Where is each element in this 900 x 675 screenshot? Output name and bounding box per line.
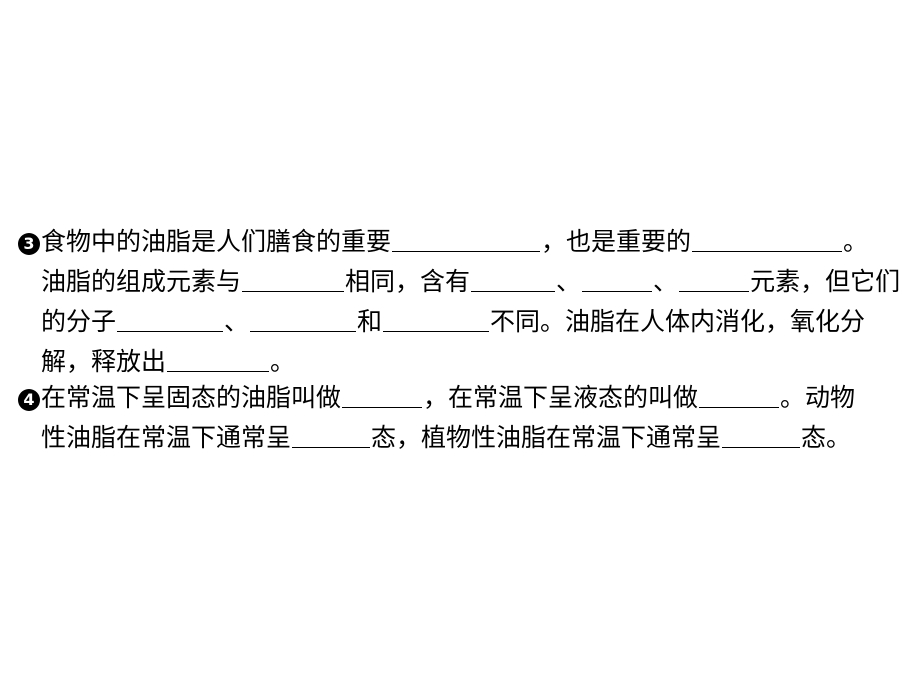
q4-text: ，在常温下呈液态的叫做 xyxy=(423,383,699,412)
q3-text: 油脂的组成元素与 xyxy=(41,267,242,296)
q4-text: 态，植物性油脂在常温下通常呈 xyxy=(371,423,722,452)
answer-blank[interactable] xyxy=(471,267,556,292)
question-3-number: 3 xyxy=(18,233,40,255)
answer-blank[interactable] xyxy=(242,267,345,292)
answer-blank[interactable] xyxy=(250,307,357,332)
answer-blank[interactable] xyxy=(167,347,270,372)
answer-blank[interactable] xyxy=(292,423,371,448)
question-3-line-2: 油脂的组成元素与 相同，含有 、 、 元素，但它们 xyxy=(18,262,900,302)
q3-text: 相同，含有 xyxy=(345,267,471,296)
q3-text: 解，释放出 xyxy=(41,347,167,376)
answer-blank[interactable] xyxy=(692,227,843,252)
answer-blank[interactable] xyxy=(582,267,653,292)
answer-blank[interactable] xyxy=(342,383,423,408)
q3-text: 。 xyxy=(843,227,869,256)
q3-text: 食物中的油脂是人们膳食的重要 xyxy=(41,227,392,256)
q3-text: ，也是重要的 xyxy=(541,227,692,256)
answer-blank[interactable] xyxy=(117,307,224,332)
question-4-line-2: 性油脂在常温下通常呈 态，植物性油脂在常温下通常呈 态。 xyxy=(18,418,888,458)
q3-text: 。 xyxy=(270,347,296,376)
answer-blank[interactable] xyxy=(383,307,490,332)
q4-text: 在常温下呈固态的油脂叫做 xyxy=(41,383,342,412)
q3-text: 、 xyxy=(556,267,582,296)
q3-text: 不同。油脂在人体内消化，氧化分 xyxy=(490,307,866,336)
question-4-number: 4 xyxy=(18,389,40,411)
q3-text: 的分子 xyxy=(41,307,117,336)
q4-text: 性油脂在常温下通常呈 xyxy=(41,423,292,452)
answer-blank[interactable] xyxy=(699,383,780,408)
q3-text: 、 xyxy=(653,267,679,296)
q4-text: 态。 xyxy=(801,423,852,452)
q3-text: 和 xyxy=(357,307,383,336)
answer-blank[interactable] xyxy=(722,423,801,448)
answer-blank[interactable] xyxy=(392,227,541,252)
q4-text: 。动物 xyxy=(780,383,856,412)
question-3-line-3: 的分子 、 和 不同。油脂在人体内消化，氧化分 xyxy=(18,302,888,342)
question-3-line-4: 解，释放出 。 xyxy=(18,342,888,382)
q3-text: 元素，但它们 xyxy=(750,267,900,296)
answer-blank[interactable] xyxy=(679,267,750,292)
q3-text: 、 xyxy=(224,307,250,336)
